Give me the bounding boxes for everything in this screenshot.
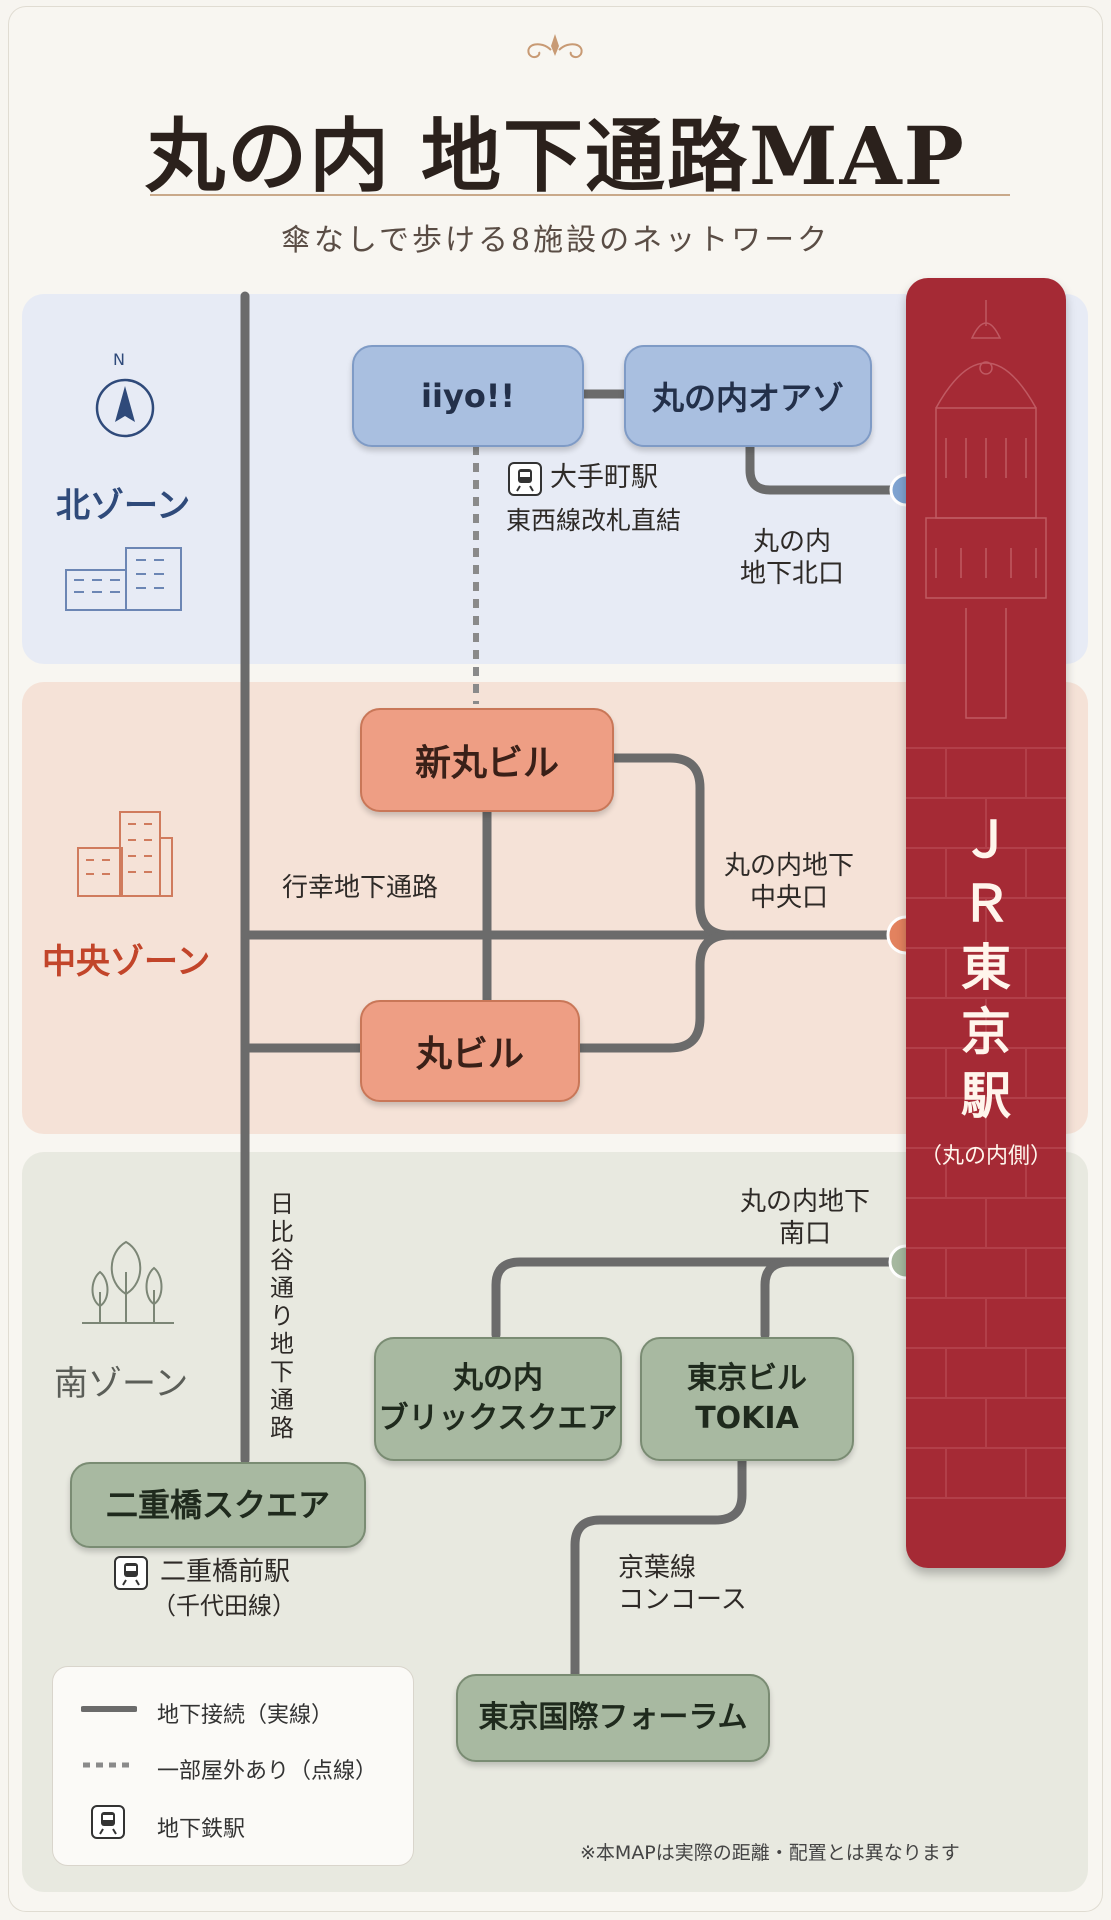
hibiya-passage-label: 日比谷通り地下通路 (270, 1190, 294, 1442)
legend-dotted-text: 一部屋外あり（点線） (157, 1759, 378, 1784)
legend-solid-row: 地下接続（実線） (53, 1689, 413, 1729)
facility-brick-square[interactable]: 丸の内 ブリックスクエア (374, 1337, 622, 1461)
keiyo-line (570, 1453, 747, 1680)
facility-marubiru[interactable]: 丸ビル (360, 1000, 580, 1102)
jr-tokyo-station: ＪＲ東京駅 （丸の内側） (906, 278, 1066, 1568)
facility-tokia[interactable]: 東京ビル TOKIA (640, 1337, 854, 1461)
shinmaru-central-link (605, 753, 735, 940)
otemachi-station-note: 東西線改札直結 (506, 506, 682, 535)
facility-oazo[interactable]: 丸の内オアゾ (624, 345, 872, 447)
disclaimer-note: ※本MAPは実際の距離・配置とは異なります (580, 1842, 960, 1864)
trees-icon (82, 1240, 174, 1324)
page-subtitle: 傘なしで歩ける8施設のネットワーク (280, 223, 831, 258)
legend-solid-text: 地下接続（実線） (157, 1703, 334, 1728)
brick-wall-pattern (906, 300, 1066, 1499)
marubiru-central-link (571, 930, 735, 1053)
south-zone-label: 南ゾーン (54, 1364, 189, 1404)
ornament-icon (527, 34, 583, 59)
legend: 地下接続（実線） 一部屋外あり（点線） 地下鉄駅 (52, 1666, 414, 1866)
jr-station-name-text: ＪＲ東京駅 (961, 811, 1011, 1125)
nijubashimae-station-name: 二重橋前駅 (160, 1557, 291, 1587)
north-exit-label: 丸の内 地下北口 (740, 527, 845, 589)
legend-solid-line (81, 1706, 137, 1712)
facility-iiyo[interactable]: iiyo!! (352, 345, 584, 447)
facility-nijubashi[interactable]: 二重橋スクエア (70, 1462, 366, 1548)
page-title: 丸の内 地下通路MAP (145, 109, 966, 203)
title-divider (150, 194, 1010, 196)
otemachi-station-name: 大手町駅 (550, 462, 658, 493)
legend-train-icon (91, 1805, 125, 1839)
center-zone-label: 中央ゾーン (42, 942, 211, 982)
legend-station-row: 地下鉄駅 (53, 1803, 413, 1843)
legend-station-text: 地下鉄駅 (157, 1817, 246, 1842)
oazo-north-exit-link (745, 440, 910, 495)
facility-shinmaru[interactable]: 新丸ビル (360, 708, 614, 812)
keiyo-concourse-label: 京葉線 コンコース (618, 1553, 747, 1615)
compass-letter: N (113, 350, 125, 369)
south-exit-line (491, 1257, 910, 1340)
otemachi-train-icon (508, 462, 542, 496)
center-buildings-icon (77, 811, 173, 897)
tokia-south-link (760, 1257, 795, 1340)
nijubashimae-station-note: （千代田線） (152, 1592, 296, 1620)
jr-station-name: ＪＲ東京駅 (906, 808, 1066, 1128)
gyoko-passage-label: 行幸地下通路 (282, 873, 439, 903)
nijubashimae-train-icon (114, 1556, 148, 1590)
north-buildings-icon (65, 547, 182, 611)
north-zone-label: 北ゾーン (56, 486, 191, 526)
facility-forum[interactable]: 東京国際フォーラム (456, 1674, 770, 1762)
jr-station-side: （丸の内側） (919, 1144, 1052, 1169)
legend-dotted-row: 一部屋外あり（点線） (53, 1745, 413, 1785)
legend-dotted-line (83, 1762, 135, 1768)
compass-icon (95, 378, 155, 438)
south-exit-label: 丸の内地下 南口 (740, 1187, 871, 1249)
central-exit-label: 丸の内地下 中央口 (724, 851, 855, 913)
